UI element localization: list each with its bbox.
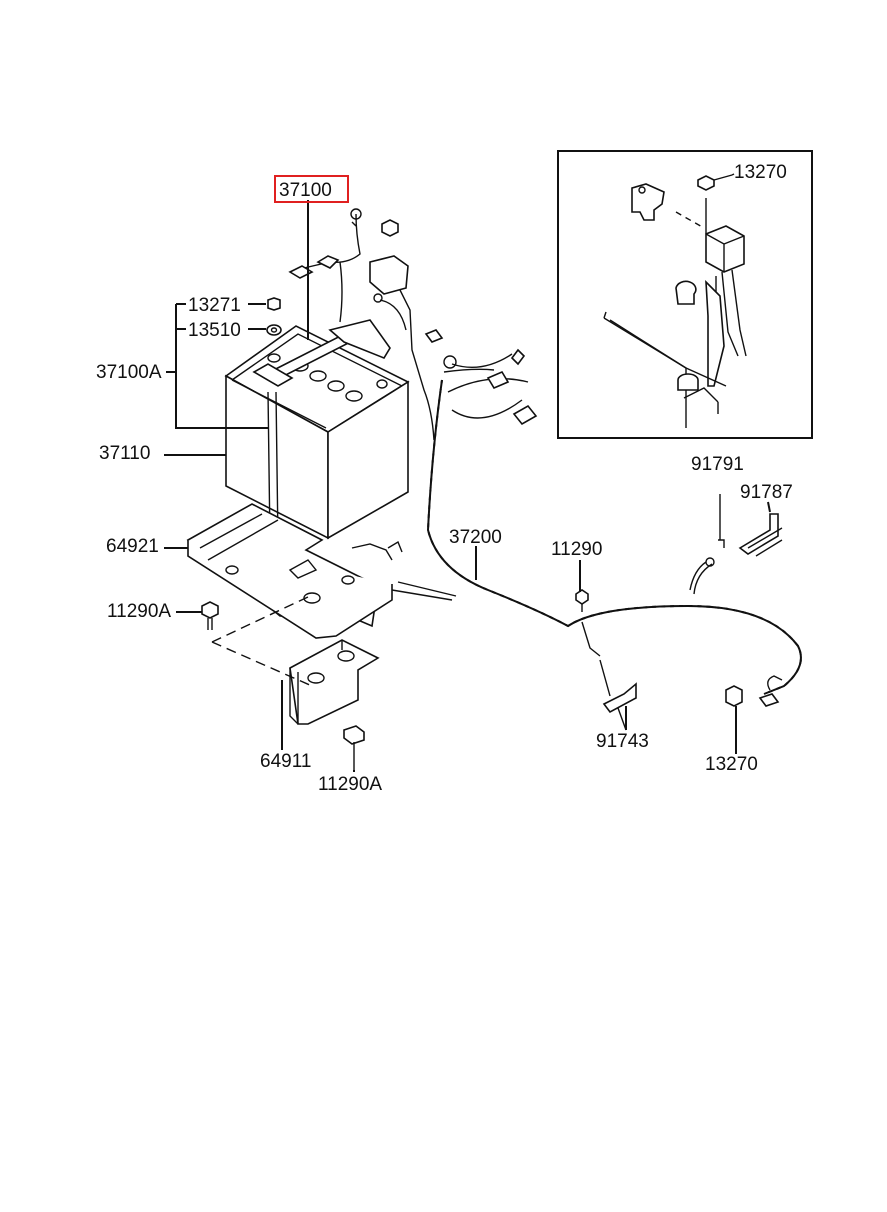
battery	[224, 325, 410, 540]
part-labels: 37100 13271 13510 37100A 37110 64921 112…	[96, 175, 793, 795]
label-64921[interactable]: 64921	[106, 536, 159, 557]
label-11290a-left[interactable]: 11290A	[107, 601, 171, 622]
label-37200[interactable]: 37200	[449, 527, 502, 548]
label-11290a-bottom[interactable]: 11290A	[318, 774, 382, 795]
label-37100a[interactable]: 37100A	[96, 362, 162, 383]
label-37110[interactable]: 37110	[99, 443, 150, 464]
battery-cable	[288, 208, 399, 323]
small-fasteners	[266, 297, 282, 336]
inset-label-13270: 13270	[734, 162, 787, 183]
lower-bracket	[289, 639, 380, 770]
wiring-harness	[369, 255, 802, 731]
label-13270[interactable]: 13270	[705, 754, 758, 775]
label-64911[interactable]: 64911	[260, 751, 311, 772]
label-13510[interactable]: 13510	[188, 320, 241, 341]
label-91743[interactable]: 91743	[596, 731, 649, 752]
leader-lines	[164, 200, 771, 772]
inset-detail: 13270	[557, 150, 813, 439]
label-11290[interactable]: 11290	[551, 539, 602, 560]
label-91787[interactable]: 91787	[740, 482, 793, 503]
bolt-11290a-left	[201, 595, 313, 687]
label-13271[interactable]: 13271	[188, 295, 241, 316]
battery-tray	[186, 503, 457, 639]
label-91791[interactable]: 91791	[691, 454, 744, 475]
highlight-box	[274, 175, 349, 203]
label-37100[interactable]: 37100	[279, 180, 332, 201]
